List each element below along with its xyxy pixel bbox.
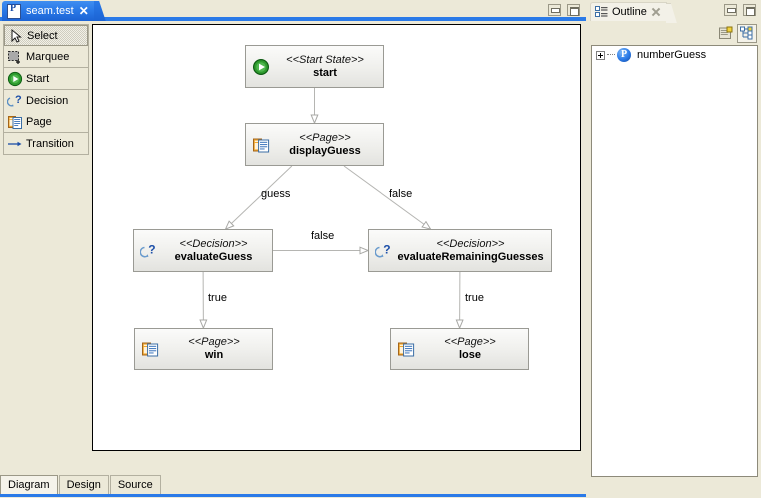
- node-name: evaluateGuess: [161, 251, 266, 264]
- decision-icon: ?: [7, 93, 23, 109]
- node-text: <<Page>>lose: [418, 336, 522, 361]
- editor-bottom-tab-diagram[interactable]: Diagram: [0, 475, 58, 494]
- edge-label-evaluateGuess-win: true: [208, 292, 227, 304]
- editor-bottom-tab-design[interactable]: Design: [59, 475, 109, 494]
- node-text: <<Decision>>evaluateRemainingGuesses: [396, 238, 545, 263]
- start-state-icon: [7, 71, 23, 87]
- palette-group-start: Start: [3, 67, 89, 89]
- outline-tab[interactable]: Outline: [590, 2, 667, 21]
- diagram-node-evaluateRemainingGuesses[interactable]: ? <<Decision>>evaluateRemainingGuesses: [368, 229, 552, 272]
- outline-tab-label: Outline: [612, 6, 647, 18]
- diagram-canvas-container[interactable]: <<Start State>>start<<Page>>displayGuess…: [92, 24, 581, 451]
- minimize-icon[interactable]: [548, 4, 561, 16]
- palette-item-start[interactable]: Start: [4, 68, 88, 89]
- palette-item-label: Marquee: [26, 51, 69, 63]
- transition-arrow-icon: [7, 136, 23, 152]
- node-text: <<Page>>displayGuess: [273, 132, 377, 157]
- outline-tree-item[interactable]: numberGuess: [592, 46, 757, 64]
- svg-text:?: ?: [15, 94, 22, 106]
- node-stereotype: <<Page>>: [162, 336, 266, 349]
- palette-group-tools: Select Marquee: [3, 24, 89, 67]
- diagram-node-start[interactable]: <<Start State>>start: [245, 45, 384, 88]
- node-stereotype: <<Page>>: [418, 336, 522, 349]
- editor-tab-seam-test[interactable]: seam.test ✕: [2, 1, 95, 21]
- process-node-icon: [617, 48, 631, 62]
- svg-text:?: ?: [148, 242, 155, 256]
- diagram-node-lose[interactable]: <<Page>>lose: [390, 328, 529, 370]
- palette-item-marquee[interactable]: Marquee: [4, 46, 88, 67]
- show-properties-icon[interactable]: [716, 24, 736, 43]
- outline-tree[interactable]: numberGuess: [591, 45, 758, 477]
- start-state-icon: [252, 58, 270, 76]
- diagram-node-displayGuess[interactable]: <<Page>>displayGuess: [245, 123, 384, 166]
- marquee-select-icon: [7, 49, 23, 65]
- outline-tree-item-label: numberGuess: [637, 49, 706, 61]
- tree-connector: [607, 54, 615, 56]
- edge-label-evaluateGuess-evaluateRemainingGuesses: false: [311, 230, 334, 242]
- editor-area: seam.test ✕ Select: [0, 0, 586, 481]
- palette-item-page[interactable]: Page: [4, 111, 88, 132]
- outline-view-icon: [595, 6, 608, 18]
- page-icon: [397, 340, 415, 358]
- node-stereotype: <<Start State>>: [273, 54, 377, 67]
- palette-item-label: Start: [26, 73, 49, 85]
- node-stereotype: <<Page>>: [273, 132, 377, 145]
- close-icon[interactable]: ✕: [79, 6, 89, 16]
- palette: Select Marquee: [3, 24, 89, 451]
- palette-item-label: Page: [26, 116, 52, 128]
- node-name: displayGuess: [273, 145, 377, 158]
- node-stereotype: <<Decision>>: [161, 238, 266, 251]
- diagram-node-evaluateGuess[interactable]: ? <<Decision>>evaluateGuess: [133, 229, 273, 272]
- page-icon: [252, 136, 270, 154]
- maximize-icon[interactable]: [743, 4, 756, 16]
- node-name: evaluateRemainingGuesses: [396, 251, 545, 264]
- edge-label-evaluateRemainingGuesses-lose: true: [465, 292, 484, 304]
- palette-item-transition[interactable]: Transition: [4, 133, 88, 154]
- palette-group-nodes: ? Decision: [3, 89, 89, 132]
- palette-item-label: Transition: [26, 138, 74, 150]
- editor-tabstrip: seam.test ✕: [0, 0, 586, 21]
- maximize-icon[interactable]: [567, 4, 580, 16]
- edge-label-displayGuess-evaluateRemainingGuesses: false: [389, 188, 412, 200]
- minimize-icon[interactable]: [724, 4, 737, 16]
- edge-label-displayGuess-evaluateGuess: guess: [261, 188, 290, 200]
- editor-window-buttons: [548, 4, 580, 16]
- node-name: lose: [418, 349, 522, 362]
- editor-body: Select Marquee: [0, 21, 586, 454]
- expand-plus-icon[interactable]: [596, 51, 605, 60]
- decision-icon: ?: [375, 242, 393, 260]
- process-file-icon: [7, 4, 21, 19]
- palette-item-select[interactable]: Select: [4, 25, 88, 46]
- eclipse-window: seam.test ✕ Select: [0, 0, 761, 481]
- outline-toolbar: [588, 22, 761, 44]
- editor-bottom-tab-source[interactable]: Source: [110, 475, 161, 494]
- page-icon: [141, 340, 159, 358]
- page-icon: [7, 114, 23, 130]
- cursor-arrow-icon: [8, 28, 24, 44]
- tree-hierarchy-icon[interactable]: [737, 24, 757, 43]
- outline-tabstrip: Outline: [588, 0, 761, 21]
- svg-text:?: ?: [383, 242, 390, 256]
- palette-item-label: Decision: [26, 95, 68, 107]
- node-name: win: [162, 349, 266, 362]
- outline-window-buttons: [724, 4, 756, 16]
- palette-group-connections: Transition: [3, 132, 89, 155]
- node-text: <<Page>>win: [162, 336, 266, 361]
- close-icon[interactable]: [651, 7, 661, 17]
- edge-displayGuess-to-evaluateRemainingGuesses[interactable]: [344, 166, 430, 229]
- diagram-node-win[interactable]: <<Page>>win: [134, 328, 273, 370]
- node-text: <<Start State>>start: [273, 54, 377, 79]
- node-stereotype: <<Decision>>: [396, 238, 545, 251]
- decision-icon: ?: [140, 242, 158, 260]
- diagram-canvas[interactable]: <<Start State>>start<<Page>>displayGuess…: [93, 25, 580, 450]
- palette-item-label: Select: [27, 30, 58, 42]
- palette-item-decision[interactable]: ? Decision: [4, 90, 88, 111]
- outline-view: Outline: [588, 0, 761, 481]
- node-text: <<Decision>>evaluateGuess: [161, 238, 266, 263]
- node-name: start: [273, 67, 377, 80]
- editor-tab-label: seam.test: [26, 5, 74, 17]
- editor-bottom-accent: [0, 494, 586, 497]
